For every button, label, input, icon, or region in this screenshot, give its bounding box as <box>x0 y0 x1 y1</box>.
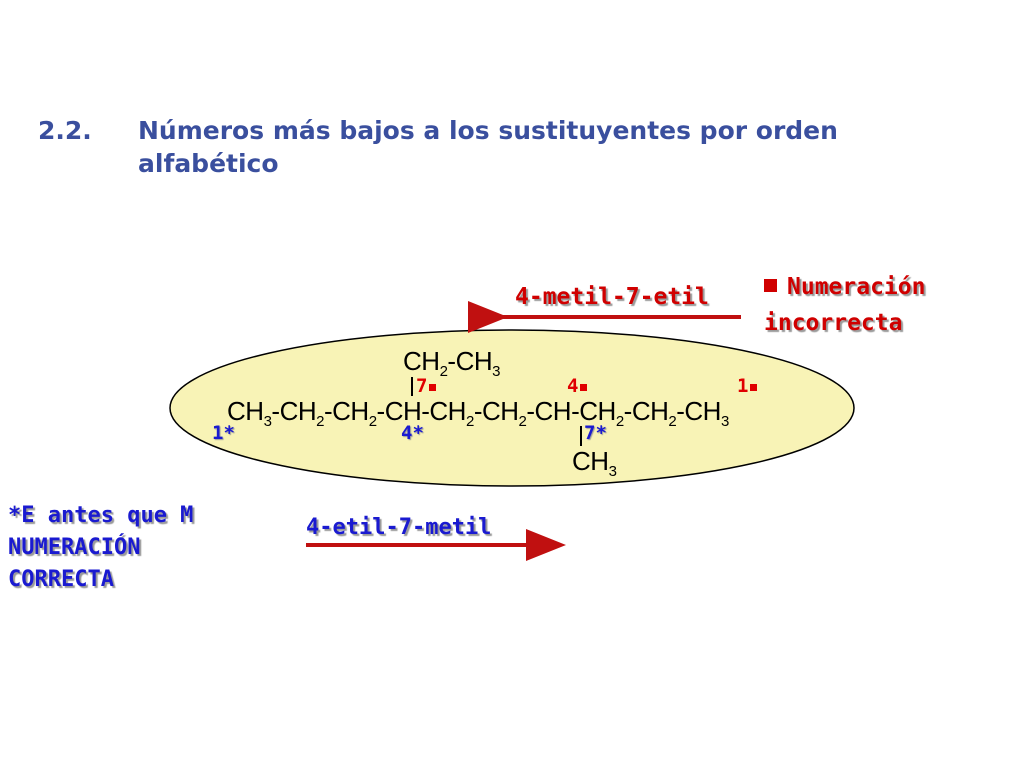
chain-group-3: -CH2 <box>323 396 377 430</box>
correct-note-line-2: NUMERACIÓN <box>8 535 141 560</box>
section-number: 2.2. <box>38 116 92 145</box>
red-locant-4: 4 <box>567 375 588 397</box>
blue-locant-7: 7* <box>584 422 607 444</box>
incorrect-note: Numeración <box>764 274 925 300</box>
correct-name-label: 4-etil-7-metil <box>306 515 492 540</box>
chain-group-10: -CH3 <box>676 396 729 430</box>
incorrect-note-line-2: incorrecta <box>764 310 903 336</box>
chain-group-1: CH3 <box>227 396 272 430</box>
red-marker-icon <box>580 384 588 391</box>
chain-group-8: -CH2 <box>571 396 624 430</box>
red-marker-icon <box>429 384 437 391</box>
incorrect-note-line-1: Numeración <box>787 274 926 300</box>
chain-group-7: -CH <box>526 396 572 426</box>
chain-group-2: -CH2 <box>271 396 324 430</box>
main-chain-formula: CH3-CH2-CH2-CH-CH2-CH2-CH-CH2-CH2-CH3 <box>227 396 729 430</box>
red-marker-icon <box>750 384 758 391</box>
top-branch-ch: CH <box>403 346 440 376</box>
chain-group-6: -CH2 <box>473 396 527 430</box>
heading-line-2: alfabético <box>138 149 279 178</box>
chain-group-4: -CH <box>376 396 422 426</box>
top-branch-sub-2: 3 <box>492 363 500 380</box>
correct-note-line-1: *E antes que M <box>8 503 194 528</box>
molecule-ellipse <box>169 329 855 487</box>
correct-note-line-3: CORRECTA <box>8 567 114 592</box>
top-branch-ch-2: -CH <box>447 346 493 376</box>
incorrect-name-label: 4-metil-7-etil <box>515 284 709 310</box>
blue-locant-1: 1* <box>212 422 235 444</box>
bullet-square-icon <box>764 279 777 292</box>
top-branch-sub-1: 2 <box>439 363 448 380</box>
blue-locant-4: 4* <box>401 422 424 444</box>
bottom-branch-sub: 3 <box>608 463 617 480</box>
top-branch-formula: CH2-CH3 <box>403 346 500 380</box>
chain-group-5: -CH2 <box>421 396 474 430</box>
chain-group-9: -CH2 <box>623 396 677 430</box>
red-locant-1: 1 <box>737 375 758 397</box>
red-locant-7: 7 <box>416 375 437 397</box>
bottom-branch-ch: CH <box>572 446 609 476</box>
heading-line-1: Números más bajos a los sustituyentes po… <box>138 116 838 145</box>
bottom-branch-formula: CH3 <box>572 446 617 480</box>
